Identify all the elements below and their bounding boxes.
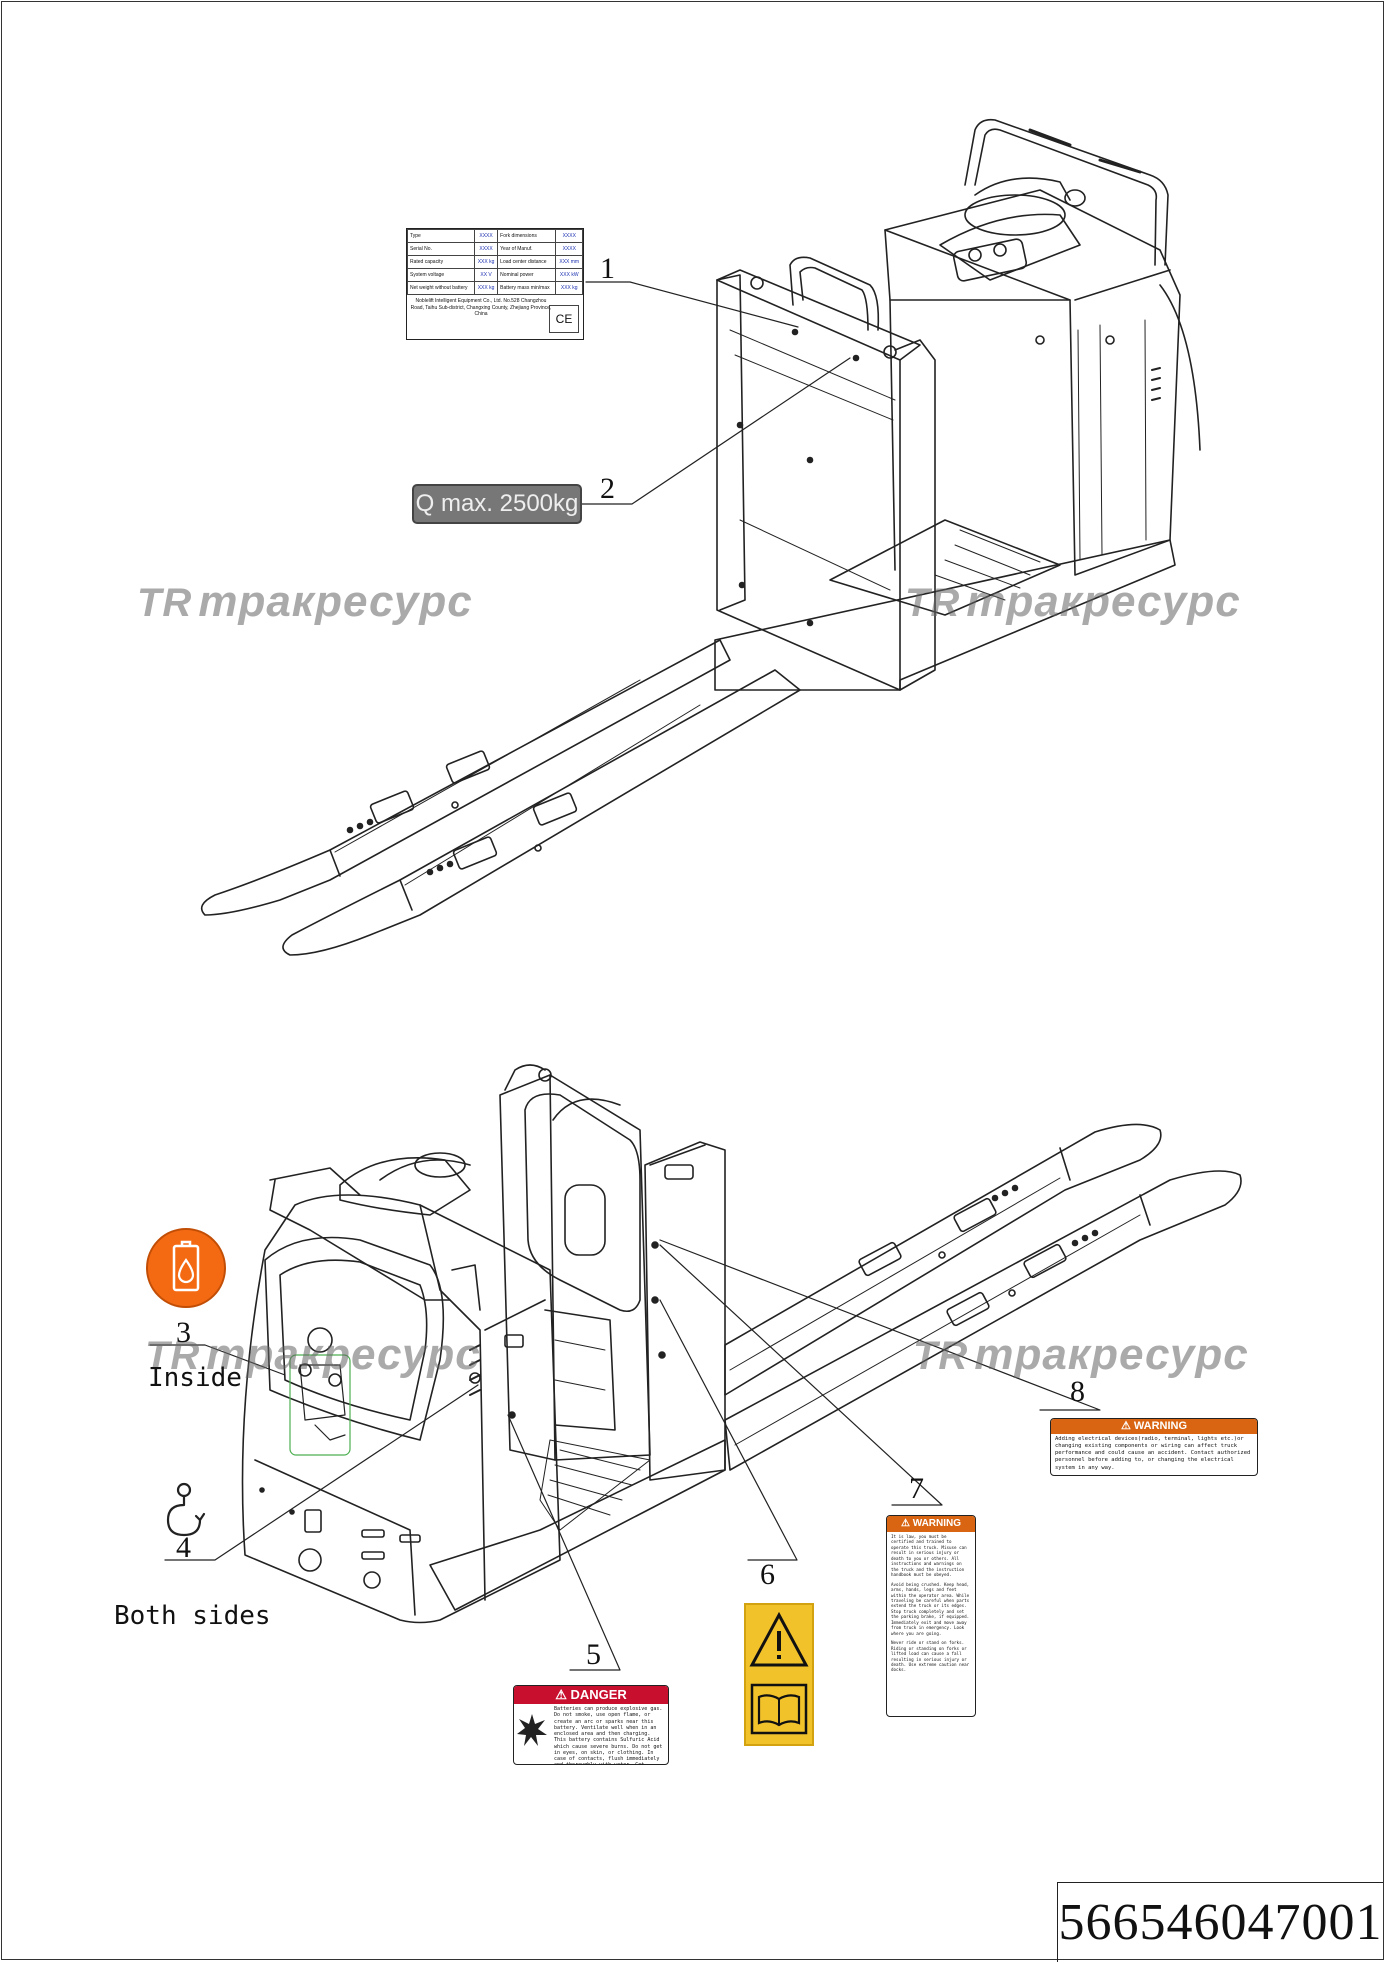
warning-triangle-icon: ⚠ <box>1120 1420 1131 1432</box>
danger-text: Batteries can produce explosive gas. Do … <box>554 1706 663 1764</box>
callout-4: 4 <box>176 1531 191 1564</box>
danger-decal: ⚠ DANGER Batteries can produce explosive… <box>513 1685 669 1765</box>
document-number: 566546047001 <box>1057 1882 1383 1962</box>
manual-book-icon <box>750 1683 808 1735</box>
callout-3: 3 <box>176 1316 191 1349</box>
warning7-text-3: Never ride or stand on forks. Riding or … <box>891 1640 970 1673</box>
note-inside: Inside <box>148 1363 242 1393</box>
warning8-title: WARNING <box>1133 1420 1188 1432</box>
warning-triangle-icon: ⚠ <box>555 1687 567 1702</box>
leader-lines <box>149 281 1101 1671</box>
warning-triangle-icon <box>749 1611 809 1667</box>
ce-mark: CE <box>549 305 579 333</box>
read-manual-sign <box>744 1603 814 1746</box>
callout-7: 7 <box>909 1472 924 1505</box>
warning7-text-1: It is law, you must be certified and tra… <box>891 1534 967 1578</box>
callout-6: 6 <box>760 1558 775 1591</box>
manufacturer-text: Noblelift Intelligent Equipment Co., Ltd… <box>410 298 552 317</box>
oil-drop-icon <box>146 1228 226 1308</box>
warning7-title: WARNING <box>912 1518 962 1529</box>
callout-5: 5 <box>586 1638 601 1671</box>
lifting-hook-icon <box>166 1482 206 1537</box>
truck-bottom-view <box>241 1064 1242 1624</box>
callout-2: 2 <box>600 472 615 505</box>
warning7-text-2: Avoid being crushed. Keep head, arms, ha… <box>891 1581 970 1636</box>
danger-title: DANGER <box>570 1687 627 1702</box>
callout-8: 8 <box>1070 1375 1085 1408</box>
warning-decal-8: ⚠ WARNING Adding electrical devices(radi… <box>1050 1418 1258 1476</box>
explosion-icon <box>517 1714 547 1746</box>
warning-triangle-icon: ⚠ <box>900 1518 910 1529</box>
callout-1: 1 <box>600 252 615 285</box>
warning8-text: Adding electrical devices(radio, termina… <box>1055 1436 1251 1471</box>
capacity-label: Q max. 2500kg <box>412 484 582 524</box>
note-both-sides: Both sides <box>114 1601 271 1631</box>
warning-decal-7: ⚠ WARNING It is law, you must be certifi… <box>886 1515 976 1717</box>
truck-top-view <box>200 118 1201 956</box>
